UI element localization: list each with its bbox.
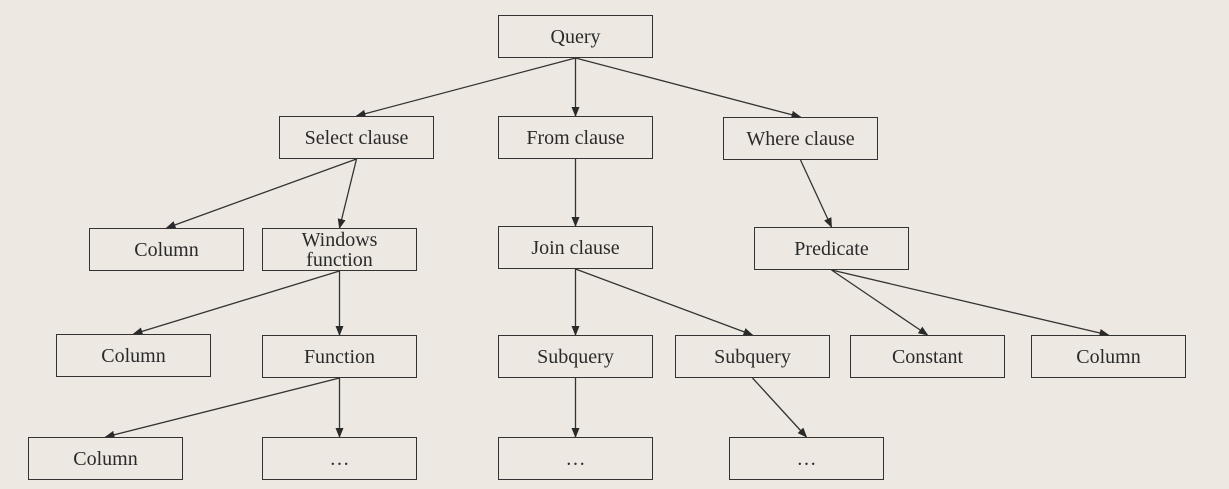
- edge-subquery_2-to-ellipsis_3: [752, 377, 808, 438]
- edge-query-to-where_clause: [575, 57, 802, 119]
- node-query: Query: [498, 15, 653, 58]
- node-function: Function: [262, 335, 417, 378]
- node-from-clause: From clause: [498, 116, 653, 159]
- node-column: Column: [1031, 335, 1186, 378]
- node-subquery: Subquery: [675, 335, 830, 378]
- edge-select_clause-to-column_1: [165, 158, 357, 229]
- node-join-clause: Join clause: [498, 226, 653, 269]
- edge-windows_function-to-column_2: [132, 270, 340, 336]
- node-subquery: Subquery: [498, 335, 653, 378]
- edge-function-to-column_4: [104, 377, 340, 439]
- node-column: Column: [56, 334, 211, 377]
- edge-query-to-select_clause: [355, 57, 576, 118]
- node-column: Column: [28, 437, 183, 480]
- node-select-clause: Select clause: [279, 116, 434, 159]
- node-constant: Constant: [850, 335, 1005, 378]
- edge-select_clause-to-windows_function: [337, 158, 358, 229]
- node-ellipsis: …: [262, 437, 417, 480]
- node-column: Column: [89, 228, 244, 271]
- node-ellipsis: …: [498, 437, 653, 480]
- edge-predicate-to-constant: [831, 269, 929, 336]
- edge-join_clause-to-subquery_2: [575, 268, 754, 336]
- node-ellipsis: …: [729, 437, 884, 480]
- node-where-clause: Where clause: [723, 117, 878, 160]
- edge-predicate-to-column_3: [831, 269, 1110, 337]
- node-windows-function: Windows function: [262, 228, 417, 271]
- edge-where_clause-to-predicate: [799, 159, 833, 228]
- node-predicate: Predicate: [754, 227, 909, 270]
